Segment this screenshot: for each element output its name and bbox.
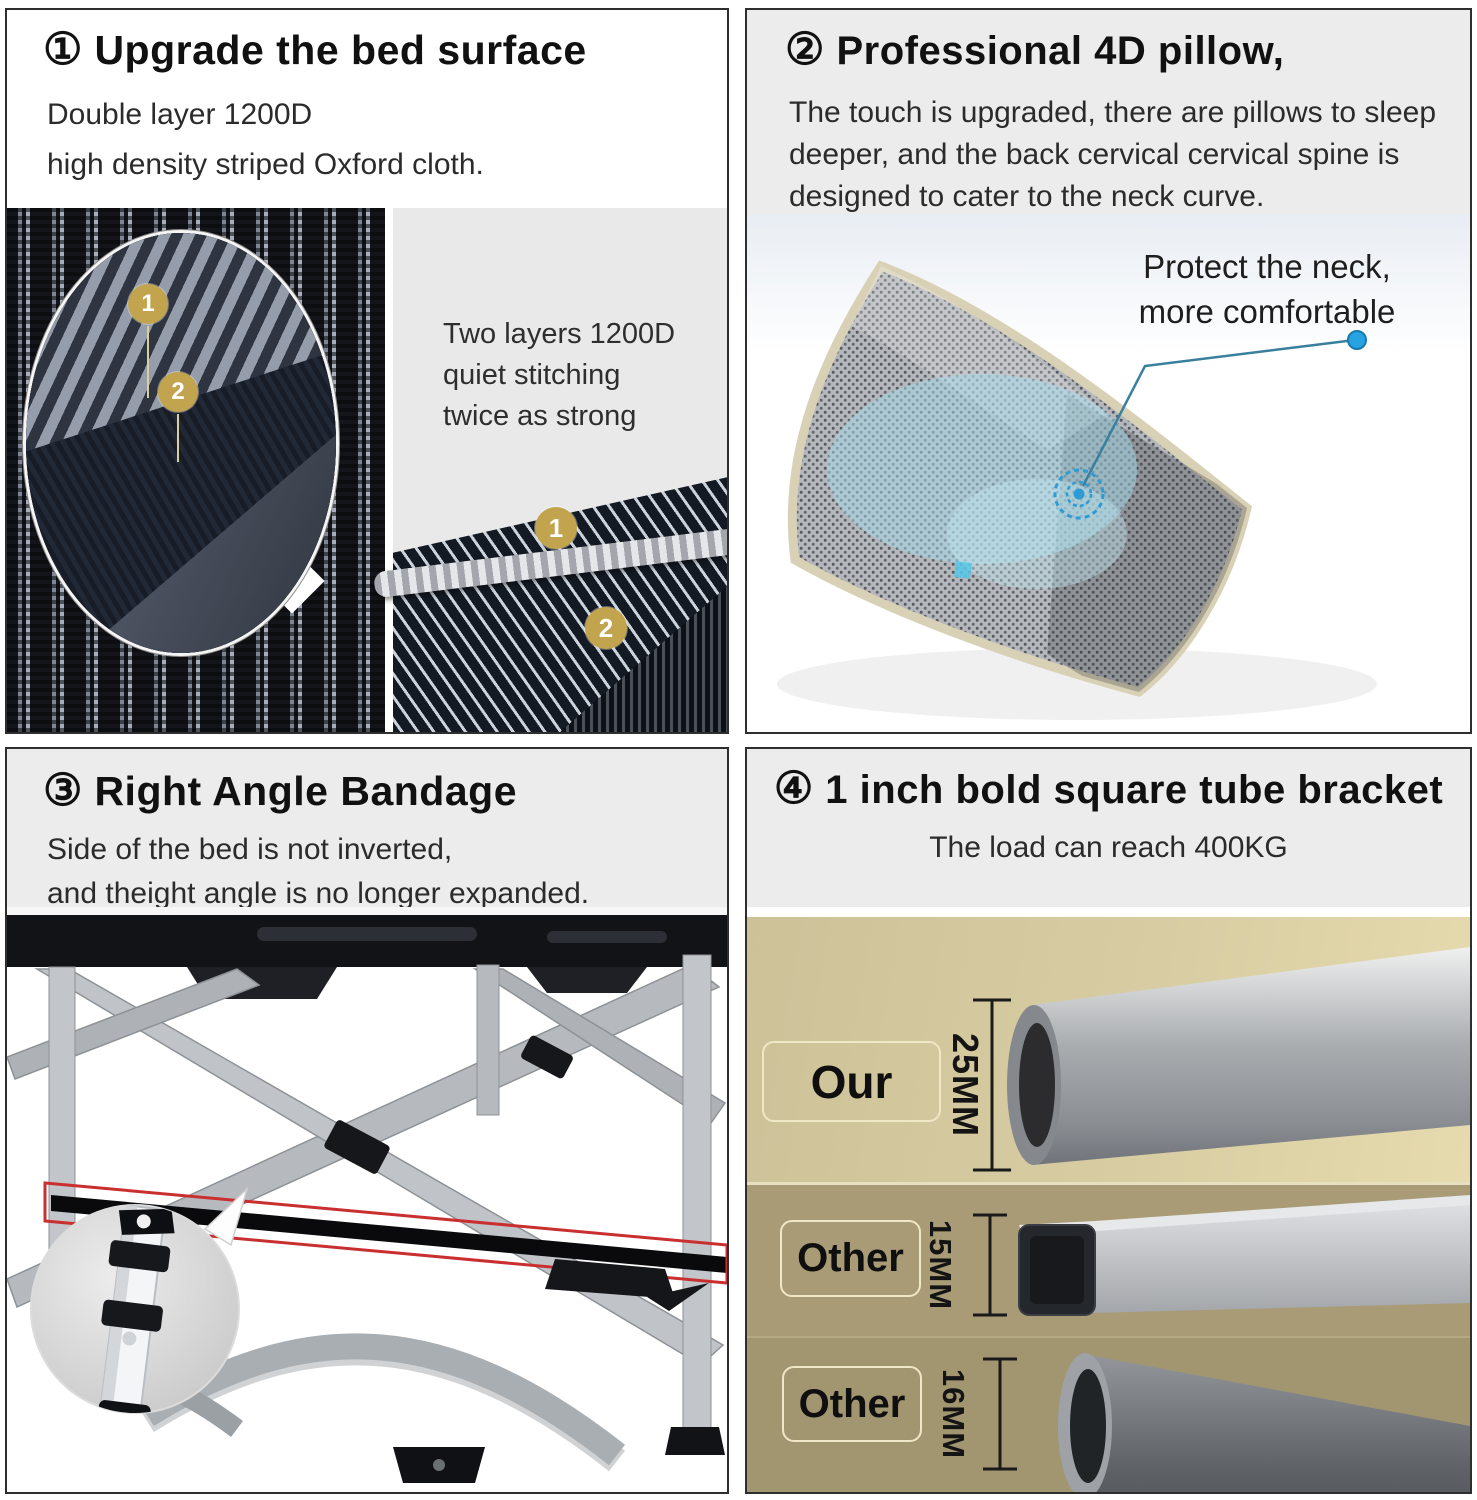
inset-marker-1: 1 (128, 284, 168, 324)
tube-row-our: Our 25MM (747, 917, 1470, 1182)
panel-square-tube-bracket: ④ 1 inch bold square tube bracket The lo… (745, 747, 1472, 1494)
stitched-fabric-photo (372, 452, 727, 732)
label-other-16: Other (782, 1366, 922, 1442)
label-our: Our (762, 1041, 941, 1122)
panel1-sub1: Double layer 1200D (47, 98, 313, 131)
pillow-photo (747, 214, 1470, 720)
tube-row-other-15: Other 15MM (747, 1182, 1470, 1336)
panel-4d-pillow: ② Professional 4D pillow, The touch is u… (745, 8, 1472, 734)
panel-right-angle-bandage: ③ Right Angle Bandage Side of the bed is… (5, 747, 729, 1494)
panel3-title-text: Right Angle Bandage (94, 768, 517, 814)
panel4-header: ④ 1 inch bold square tube bracket The lo… (747, 749, 1470, 907)
panel2-desc2: deeper, and the back cervical cervical s… (789, 138, 1400, 171)
dim-15mm: 15MM (923, 1219, 958, 1311)
circled-number-1: ① (43, 25, 83, 74)
panel2-header: ② Professional 4D pillow, The touch is u… (747, 10, 1470, 214)
panel4-subtitle: The load can reach 400KG (929, 831, 1288, 864)
panel1-title: ① Upgrade the bed surface (43, 24, 587, 75)
panel4-title-text: 1 inch bold square tube bracket (825, 768, 1444, 812)
square-tube-15mm (973, 1195, 1470, 1317)
dim-16mm: 16MM (936, 1368, 971, 1460)
inset-marker-2-line (177, 414, 179, 462)
photo-marker-2: 2 (585, 607, 627, 649)
panel2-desc3: designed to cater to the neck curve. (789, 180, 1265, 213)
inset-marker-1-line (147, 326, 149, 398)
pillow-callout-line1: Protect the neck, (1143, 248, 1391, 285)
circled-number-2: ② (785, 25, 825, 74)
note-box: Two layers 1200D quiet stitching twice a… (393, 208, 727, 452)
inset-marker-2: 2 (158, 372, 198, 412)
panel3-header: ③ Right Angle Bandage Side of the bed is… (7, 749, 727, 910)
panel1-title-text: Upgrade the bed surface (94, 27, 587, 73)
pillow-callout-line2: more comfortable (1138, 293, 1396, 330)
round-tube-16mm (983, 1353, 1470, 1492)
panel2-title-text: Professional 4D pillow, (836, 29, 1285, 73)
photo-marker-1: 1 (535, 507, 577, 549)
dim-25mm: 25MM (945, 1032, 986, 1138)
round-tube-25mm (973, 947, 1470, 1172)
panel3-desc1: Side of the bed is not inverted, (47, 833, 453, 866)
tube-row-other-16: Other 16MM (747, 1336, 1470, 1492)
panel2-desc1: The touch is upgraded, there are pillows… (789, 96, 1437, 129)
label-other-15: Other (780, 1220, 921, 1297)
note-line-1: Two layers 1200D (443, 318, 676, 350)
panel-bed-surface: ① Upgrade the bed surface Double layer 1… (5, 8, 729, 734)
note-text: Two layers 1200D quiet stitching twice a… (443, 314, 675, 437)
bed-underside-photo (7, 907, 727, 1483)
circled-number-3: ③ (43, 766, 83, 815)
note-line-3: twice as strong (443, 400, 637, 432)
circled-number-4: ④ (773, 764, 814, 813)
panel3-desc2: and theight angle is no longer expanded. (47, 877, 590, 910)
note-line-2: quiet stitching (443, 359, 621, 391)
panel1-sub2: high density striped Oxford cloth. (47, 148, 484, 181)
fabric-magnifier-inset (23, 230, 339, 656)
